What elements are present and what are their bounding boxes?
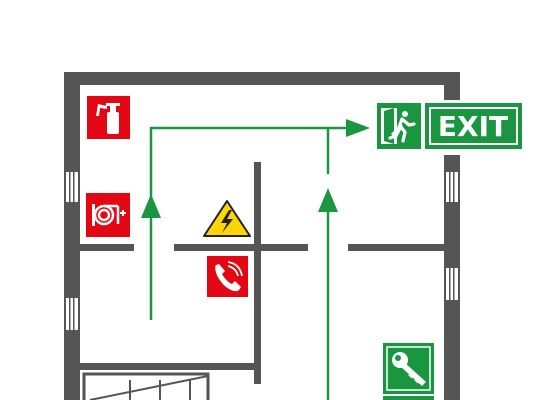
interior-wall-right <box>348 244 444 251</box>
electrical-hazard-icon <box>221 210 233 233</box>
interior-wall-bottom <box>80 363 261 370</box>
route-left-branch <box>149 126 350 320</box>
exit-sign-text: EXIT <box>438 110 508 143</box>
top-wall <box>64 72 460 85</box>
evacuation-route <box>149 126 350 400</box>
interior-wall-left <box>80 244 134 251</box>
windows-left <box>66 172 78 330</box>
running-man-exit-icon <box>388 111 416 143</box>
emergency-key-sign <box>383 343 434 394</box>
window <box>446 172 458 202</box>
route-arrows <box>141 119 370 218</box>
exit-running-man-sign <box>377 103 421 149</box>
arrow-up-head-left <box>141 194 161 218</box>
emergency-key-icon <box>392 352 426 386</box>
fire-extinguisher-icon <box>96 103 120 134</box>
arrow-right-head <box>346 119 370 137</box>
right-wall-upper <box>444 72 460 100</box>
emergency-phone-icon <box>215 264 241 292</box>
left-wall <box>64 72 80 400</box>
window <box>446 268 458 300</box>
interior-wall-center <box>174 244 308 251</box>
fire-hose-sign <box>86 193 130 237</box>
windows-right <box>446 172 458 300</box>
electrical-hazard-sign <box>203 200 251 237</box>
window <box>66 172 78 202</box>
interior-wall-vertical <box>254 162 261 384</box>
window <box>66 298 78 330</box>
partial-sign-edge <box>383 396 434 400</box>
arrow-up-head-right <box>318 188 338 212</box>
fire-extinguisher-sign <box>87 96 130 139</box>
staircase <box>82 372 210 400</box>
exit-sign: EXIT <box>425 103 522 149</box>
emergency-phone-sign <box>207 256 248 297</box>
